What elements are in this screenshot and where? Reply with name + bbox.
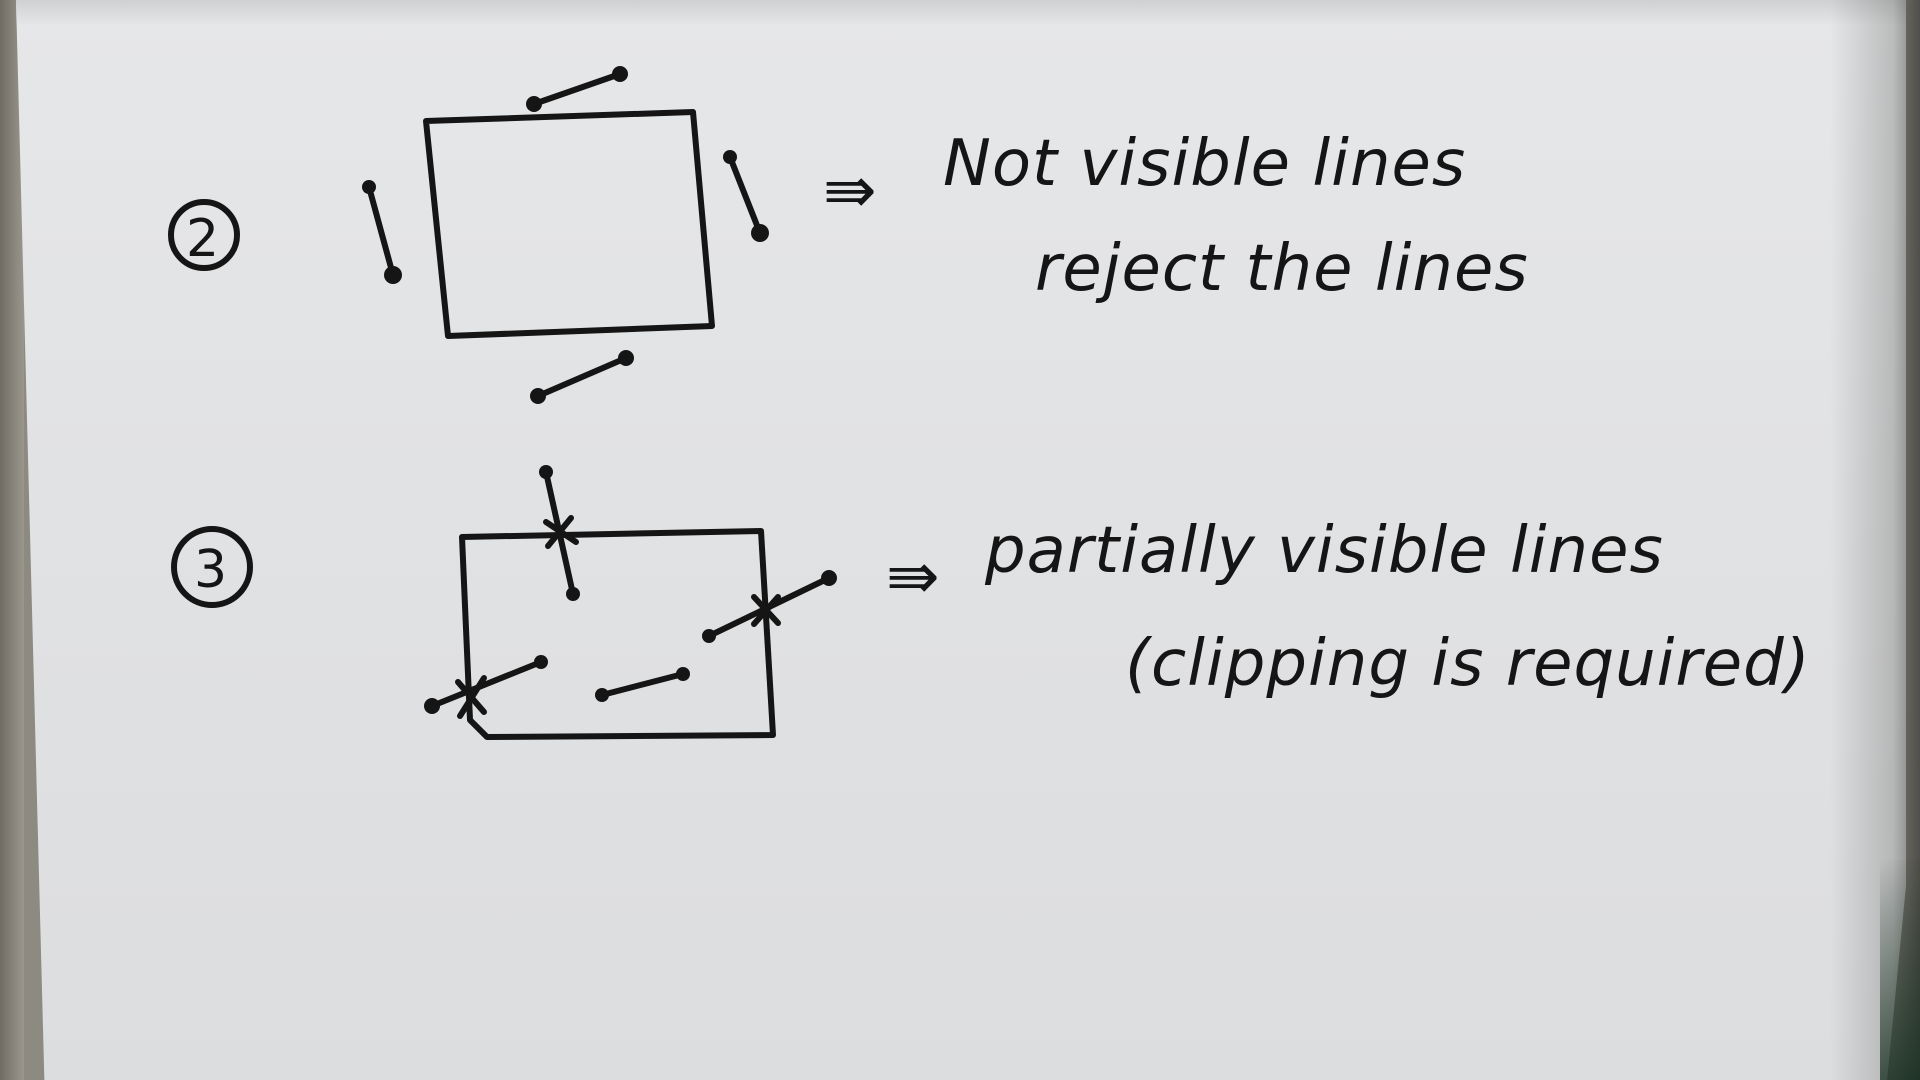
crossing-segment-top (539, 465, 580, 601)
section-3-caption-line1: partially visible lines (984, 514, 1664, 588)
crossing-segment-left (424, 655, 548, 719)
corner-shadow (1880, 860, 1920, 1080)
section-2-arrow: ⇛ (823, 154, 878, 228)
section-2-caption-line1: Not visible lines (943, 127, 1466, 201)
clip-window-3 (459, 528, 776, 740)
section-3-arrow: ⇛ (886, 540, 941, 614)
section-3-number-circle: 3 (171, 526, 253, 608)
section-2-number: 2 (186, 209, 219, 269)
section-3: 3 ⇛ parti (171, 465, 1811, 740)
outside-segment-top (526, 66, 628, 112)
section-2-caption-line2: reject the lines (1035, 232, 1529, 306)
section-3-number: 3 (194, 540, 227, 600)
section-3-caption-line2: (clipping is required) (1125, 627, 1811, 701)
outside-segment-right (723, 150, 769, 242)
paper-fold-shadow (16, 0, 1906, 26)
section-2-number-circle: 2 (168, 199, 240, 271)
clip-window-2 (423, 109, 715, 339)
outside-segment-bottom (530, 350, 634, 404)
outside-segment-left (362, 180, 402, 284)
crossing-segment-right (702, 570, 837, 643)
section-2: 2 ⇛ Not visible lines reject the lines (168, 66, 1529, 404)
inside-segment (595, 667, 690, 702)
desk-edge (0, 0, 24, 1080)
paper-sheet (16, 0, 1906, 1080)
